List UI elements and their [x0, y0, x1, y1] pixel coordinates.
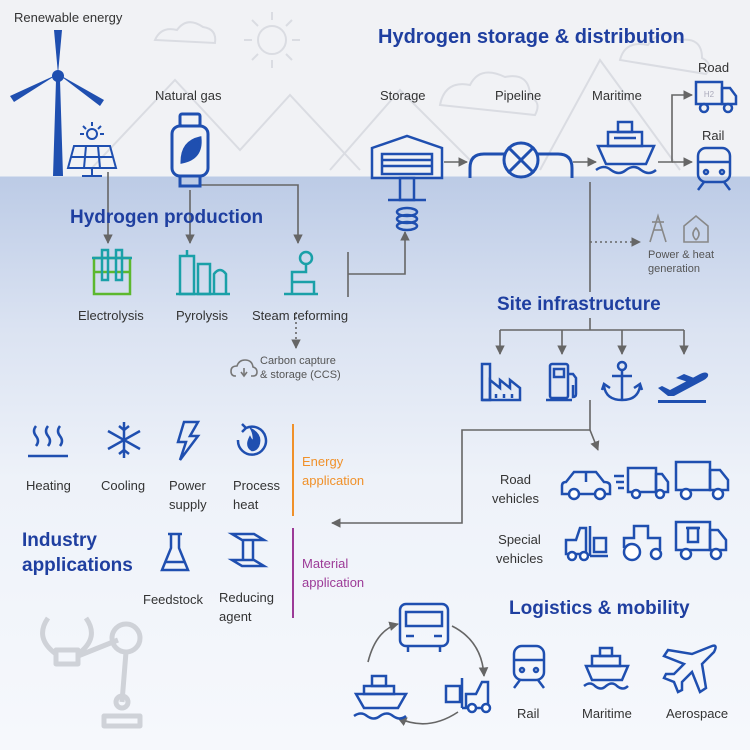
label-renewable: Renewable energy: [14, 10, 123, 25]
cloud-download-icon: [230, 359, 258, 378]
label-natural-gas: Natural gas: [155, 88, 222, 103]
label-storage: Storage: [380, 88, 426, 103]
steam-reforming-icon: [284, 250, 318, 296]
power-heat-icon: [649, 213, 709, 243]
label-road-dist: Road: [698, 60, 730, 75]
train-icon: [696, 146, 732, 191]
label-special-vehicles: Special vehicles: [496, 532, 543, 566]
label-maritime-dist: Maritime: [592, 88, 642, 103]
label-power-supply: Power supply: [169, 478, 207, 512]
logistics-aerospace-icon: [662, 644, 717, 694]
ship-icon: [595, 120, 657, 175]
truck-icon: [674, 460, 730, 501]
wind-turbine-icon: [10, 30, 104, 176]
electrolysis-icon: [92, 248, 132, 296]
label-road-vehicles: Road vehicles: [492, 472, 539, 506]
logistics-truck-icon: [398, 602, 450, 652]
label-steam-reforming: Steam reforming: [252, 308, 349, 323]
robot-arm-icon: [40, 616, 143, 729]
label-ccs: Carbon capture & storage (CCS): [260, 355, 341, 381]
heading-storage-distribution: Hydrogen storage & distribution: [378, 26, 685, 48]
flask-icon: [160, 532, 190, 572]
solar-panel-icon: [66, 122, 118, 177]
label-cooling: Cooling: [101, 478, 146, 493]
pyrolysis-icon: [176, 250, 230, 296]
label-material-application: Material application: [302, 556, 365, 590]
logistics-ship-icon: [353, 674, 409, 720]
label-reducing-agent: Reducing agent: [219, 590, 274, 624]
label-power-heat: Power & heat generation: [648, 249, 715, 275]
label-pyrolysis: Pyrolysis: [176, 308, 229, 323]
pipeline-icon: [468, 141, 574, 179]
energy-divider: [292, 424, 294, 516]
car-icon: [560, 470, 612, 501]
label-rail-dist: Rail: [702, 128, 725, 143]
heating-icon: [28, 425, 68, 458]
gas-cylinder-icon: [170, 112, 210, 188]
logistics-rail-icon: [512, 644, 546, 689]
lightning-icon: [176, 420, 201, 461]
logistics-forklift-icon: [444, 678, 492, 714]
background-scenery: [89, 12, 711, 171]
storage-hall-icon: [370, 134, 444, 232]
label-heating: Heating: [26, 478, 71, 493]
logistics-maritime-icon: [583, 646, 630, 690]
anchor-icon: [600, 360, 644, 402]
process-heat-icon: [236, 423, 268, 456]
snowflake-icon: [107, 422, 141, 458]
airplane-takeoff-icon: [658, 372, 709, 403]
heading-production: Hydrogen production: [70, 207, 264, 228]
truck-h2-badge: H2: [704, 90, 715, 99]
label-pipeline: Pipeline: [495, 88, 542, 103]
truck-h2-icon: H2: [694, 80, 738, 114]
garbage-truck-icon: [674, 520, 728, 561]
label-electrolysis: Electrolysis: [78, 308, 144, 323]
heading-industry: Industry applications: [22, 530, 133, 576]
tractor-icon: [622, 524, 663, 562]
label-logistics-aerospace: Aerospace: [666, 706, 729, 721]
factory-icon: [480, 362, 522, 402]
label-logistics-maritime: Maritime: [582, 706, 632, 721]
fuel-pump-icon: [546, 362, 578, 402]
label-feedstock: Feedstock: [143, 592, 203, 607]
steel-beam-icon: [227, 532, 269, 568]
heading-logistics: Logistics & mobility: [509, 598, 690, 619]
label-energy-application: Energy application: [302, 454, 365, 488]
label-process-heat: Process heat: [233, 478, 280, 512]
material-divider: [292, 528, 294, 618]
label-logistics-rail: Rail: [517, 706, 540, 721]
van-icon: [614, 466, 670, 500]
forklift-icon: [564, 526, 608, 562]
heading-site-infrastructure: Site infrastructure: [497, 294, 661, 315]
